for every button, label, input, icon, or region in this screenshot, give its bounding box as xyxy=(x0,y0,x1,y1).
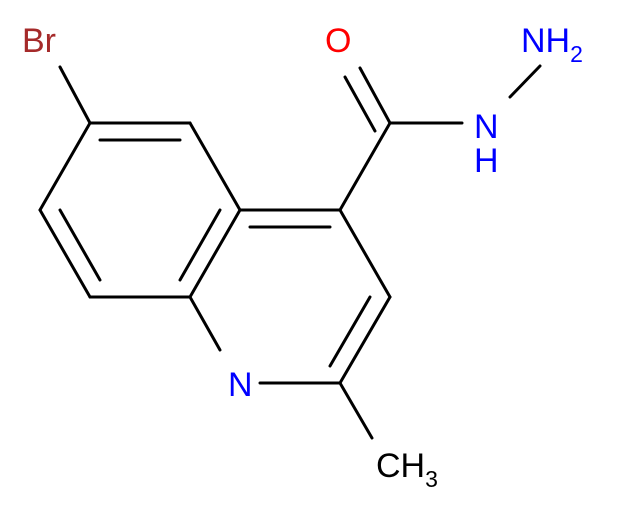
bond-c5-c4a xyxy=(188,121,242,212)
bond-c3-c4 xyxy=(338,208,392,299)
hydrazide-h-label: H xyxy=(474,142,499,180)
bond-carbonyl-o-inner xyxy=(343,75,377,133)
bond-c7-c8 xyxy=(38,208,92,299)
bond-carbonyl-o xyxy=(358,66,392,125)
bond-c6-c7 xyxy=(38,121,92,212)
bromine-label: Br xyxy=(22,22,56,60)
bond-c4a-c8a-inner xyxy=(178,208,222,282)
bond-c2-ch3 xyxy=(338,381,374,440)
bond-c7-c8-inner xyxy=(58,208,102,282)
bond-nh-nh2 xyxy=(508,64,542,99)
hydrazide-n-label: N xyxy=(474,108,499,146)
amine-nh2-subscript: 2 xyxy=(570,41,583,67)
oxygen-label: O xyxy=(325,22,351,60)
methyl-label: CH3 xyxy=(376,447,438,492)
bond-c2-c3 xyxy=(338,295,392,385)
methyl-text: CH xyxy=(376,447,425,485)
ring-nitrogen-label: N xyxy=(228,366,253,404)
bond-c2-c3-inner xyxy=(328,295,372,368)
bond-br-c6 xyxy=(58,65,92,125)
bonds xyxy=(38,64,542,440)
bond-c4a-c8a xyxy=(188,208,242,299)
amine-nh2-label: NH2 xyxy=(521,22,583,67)
methyl-subscript: 3 xyxy=(425,466,438,492)
bond-c4-carbonyl xyxy=(338,121,392,212)
amine-nh2-text: NH xyxy=(521,22,570,60)
bond-c8a-n1 xyxy=(188,295,222,352)
